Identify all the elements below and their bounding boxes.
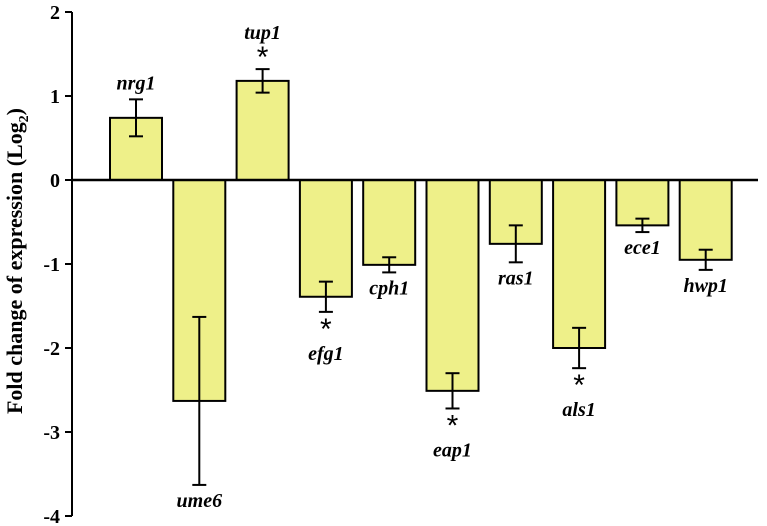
category-label-cph1: cph1: [369, 277, 409, 299]
bar-cph1: [362, 179, 417, 266]
y-tick-label: 1: [50, 86, 60, 108]
y-tick-label: -4: [43, 506, 60, 526]
bars: [109, 79, 733, 402]
bar-eap1: [425, 179, 480, 392]
error-bar-ras1: [508, 224, 523, 264]
category-labels: nrg1ume6*tup1*efg1cph1*eap1ras1*als1ece1…: [117, 22, 728, 512]
bar-tup1: [235, 79, 290, 181]
error-bar-nrg1: [129, 98, 143, 138]
error-bar-hwp1: [698, 248, 713, 271]
y-tick-label: -3: [43, 422, 60, 444]
category-label-nrg1: nrg1: [117, 72, 156, 94]
category-label-ece1: ece1: [624, 237, 661, 259]
y-tick-label: 0: [50, 170, 60, 192]
category-label-tup1: tup1: [244, 22, 281, 44]
significance-marker-tup1: *: [257, 41, 269, 74]
category-label-ras1: ras1: [498, 267, 534, 289]
category-label-eap1: eap1: [433, 439, 472, 461]
significance-marker-eap1: *: [447, 409, 459, 442]
error-bars: [129, 68, 713, 486]
y-axis: 2 1 0 -1 -2 -3 -4: [43, 2, 73, 526]
bar-als1: [552, 179, 607, 349]
category-label-hwp1: hwp1: [683, 275, 727, 297]
error-bar-cph1: [382, 256, 397, 274]
significance-marker-als1: *: [573, 369, 585, 402]
error-bar-efg1: [318, 280, 333, 313]
y-axis-label-subscript: 2: [17, 115, 32, 122]
error-bar-ece1: [635, 217, 650, 234]
y-tick-label: 2: [50, 2, 60, 24]
y-axis-label-close: ): [2, 108, 27, 115]
y-axis-label: Fold change of expression (Log2): [2, 108, 32, 414]
error-bar-als1: [572, 326, 587, 370]
bar-hwp1: [678, 179, 733, 261]
category-label-efg1: efg1: [308, 343, 344, 365]
error-bar-tup1: [255, 68, 270, 94]
y-axis-label-main: Fold change of expression (Log: [2, 122, 27, 414]
category-label-ume6: ume6: [177, 490, 223, 512]
y-tick-label: -1: [43, 254, 60, 276]
error-bar-eap1: [445, 372, 460, 410]
error-bar-ume6: [192, 315, 207, 486]
significance-marker-efg1: *: [320, 313, 332, 346]
y-tick-label: -2: [43, 338, 60, 360]
bar-efg1: [298, 179, 353, 298]
category-label-als1: als1: [562, 399, 595, 421]
